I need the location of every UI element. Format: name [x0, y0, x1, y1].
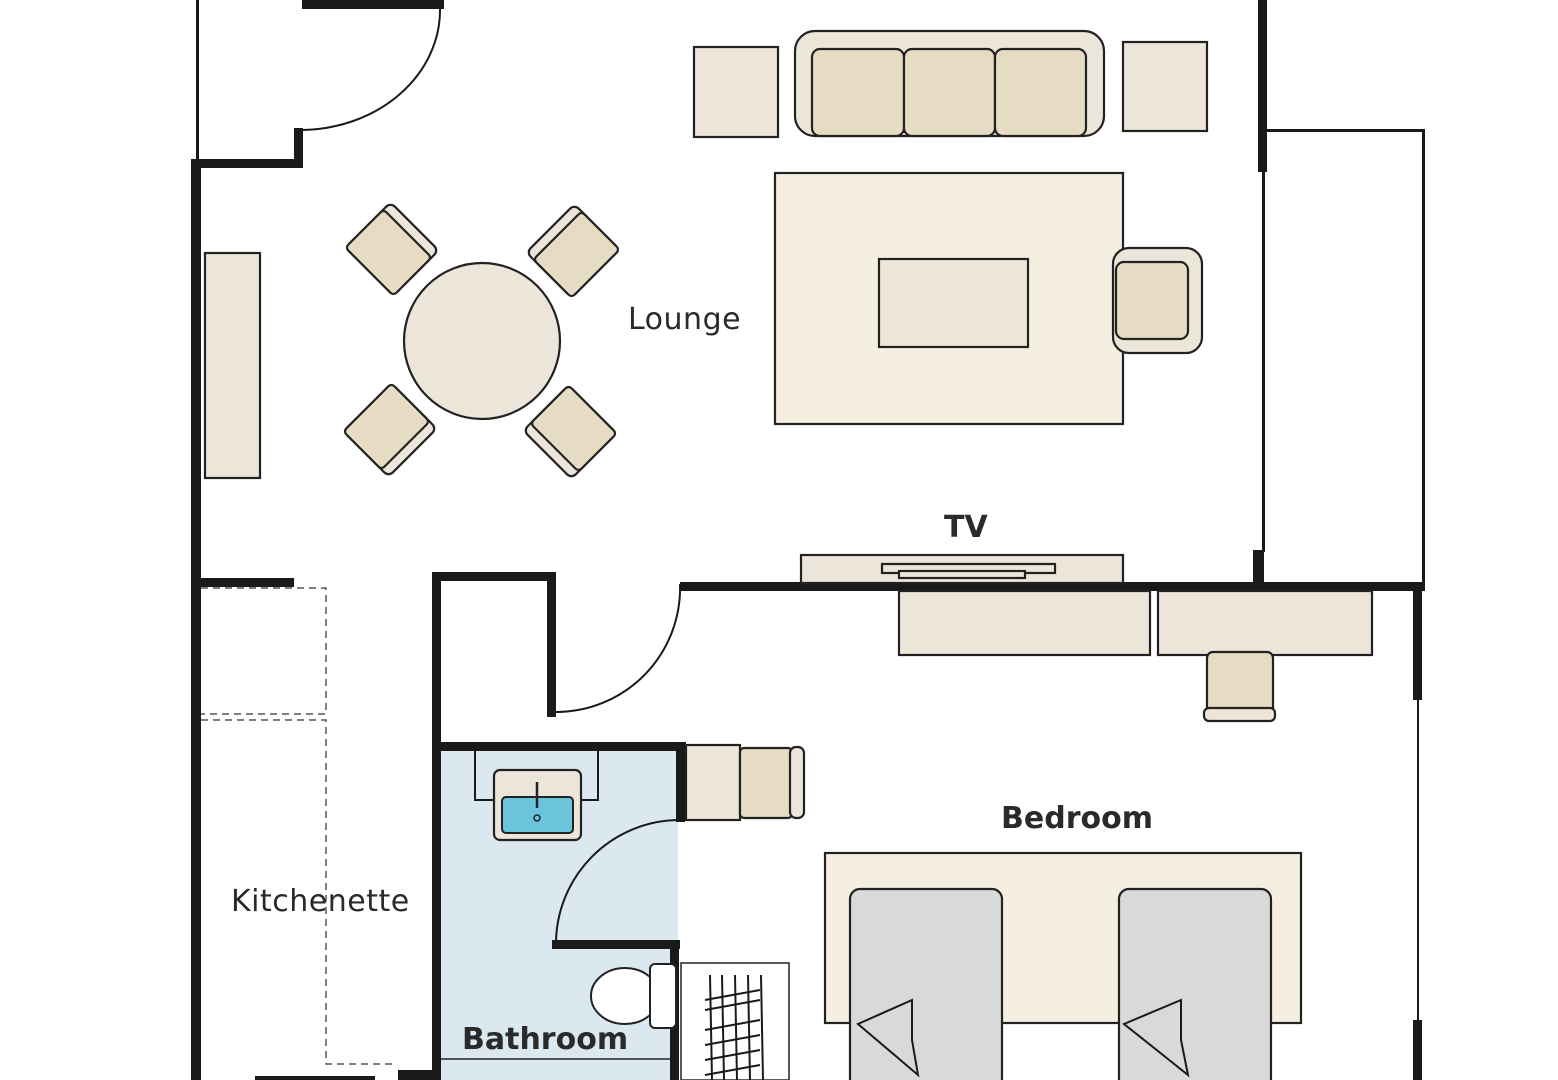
bedroom-furniture: [684, 589, 1374, 1080]
kitchenette-counters: [201, 587, 392, 1065]
label-bathroom: Bathroom: [462, 1022, 628, 1057]
sofa: [793, 29, 1106, 138]
label-tv: TV: [944, 510, 988, 545]
hall-door-swing: [555, 583, 682, 713]
coffee-table: [877, 257, 1030, 349]
bed-left: [848, 887, 1004, 1080]
towel-rail: [680, 962, 790, 1080]
dining-table: [402, 261, 562, 421]
desk-chair: [1202, 650, 1277, 723]
bathroom-door-swing: [555, 819, 679, 945]
side-table-right: [1121, 40, 1209, 133]
doors: [299, 0, 682, 945]
label-bedroom: Bedroom: [1001, 801, 1153, 836]
dining-chair-nw: [345, 203, 438, 296]
lounge-furniture: [203, 29, 1209, 585]
dining-chair-ne: [527, 205, 620, 298]
dining-chair-se: [524, 385, 617, 478]
label-kitchenette: Kitchenette: [231, 884, 410, 919]
bedroom-armchair: [684, 743, 806, 822]
walls: [191, 0, 1425, 1080]
sideboard: [203, 251, 262, 480]
armchair: [1111, 246, 1204, 355]
entry-door-swing: [299, 0, 442, 131]
label-lounge: Lounge: [628, 302, 741, 337]
bed-right: [1117, 887, 1273, 1080]
dining-chair-sw: [343, 383, 436, 476]
desk: [1156, 589, 1374, 657]
wardrobe: [897, 589, 1152, 657]
bathroom-fixtures: [441, 751, 790, 1080]
toilet: [590, 963, 677, 1029]
side-table-left: [692, 45, 780, 139]
